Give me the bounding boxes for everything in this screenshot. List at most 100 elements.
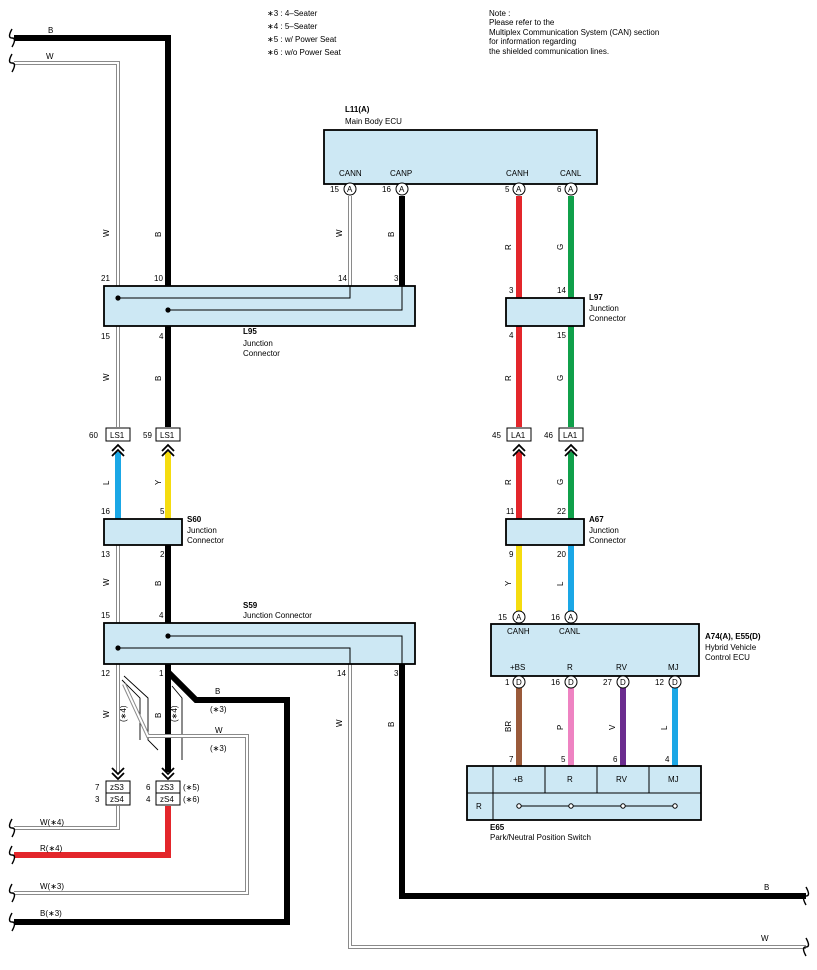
wire-label: R bbox=[504, 479, 513, 485]
s59-pin: 1 bbox=[159, 669, 164, 678]
hv-pin-num: 16 bbox=[551, 678, 560, 687]
connector-zs-left: zS3 zS4 7 3 bbox=[95, 767, 131, 806]
wire-label: W(∗3) bbox=[40, 882, 64, 891]
wire-label: (∗3) bbox=[210, 744, 227, 753]
hv-letter: D bbox=[568, 678, 574, 687]
hv-pin-mj: MJ bbox=[668, 663, 679, 672]
l95-code: L95 bbox=[243, 327, 257, 336]
l11-pins: A A A A 15 16 5 6 bbox=[330, 182, 578, 196]
wire-label: W bbox=[102, 373, 111, 381]
l97-pin: 3 bbox=[509, 286, 514, 295]
s60-name-1: Junction bbox=[187, 526, 217, 535]
note-line-1: Note : bbox=[489, 9, 510, 18]
wire-label: (∗3) bbox=[210, 705, 227, 714]
hybrid-vehicle-control-ecu bbox=[490, 623, 700, 677]
connector-chevron-icon bbox=[111, 443, 125, 457]
wire-label: L bbox=[102, 480, 111, 485]
switch-contact bbox=[516, 803, 522, 809]
l11-pin-canp: CANP bbox=[390, 169, 412, 178]
s59-pin: 3 bbox=[394, 669, 399, 678]
connector-letter-circle-icon bbox=[616, 675, 630, 689]
connector-letter-circle-icon bbox=[564, 182, 578, 196]
wire-label: B(∗3) bbox=[40, 909, 62, 918]
junction-connector-a67 bbox=[505, 518, 585, 546]
main-body-ecu bbox=[323, 129, 598, 185]
connector-letter-circle-icon bbox=[512, 675, 526, 689]
e65-row: R bbox=[476, 802, 482, 811]
zs3-pin: 6 bbox=[146, 783, 151, 792]
legend: ∗3 : 4–Seater ∗4 : 5–Seater ∗5 : w/ Powe… bbox=[267, 9, 342, 57]
l97-name-1: Junction bbox=[589, 304, 619, 313]
wire-out-w4 bbox=[14, 806, 120, 830]
wire-label: W bbox=[335, 229, 344, 237]
la1-pin: 45 bbox=[492, 431, 501, 440]
connector-letter-circle-icon bbox=[564, 610, 578, 624]
legend-item-1: ∗3 : 4–Seater bbox=[267, 9, 318, 18]
wire-label: R bbox=[504, 244, 513, 250]
e65-col: +B bbox=[513, 775, 523, 784]
hv-pin-rv: RV bbox=[616, 663, 628, 672]
wires bbox=[14, 35, 806, 949]
s59-code: S59 bbox=[243, 601, 258, 610]
l95-pin: 4 bbox=[159, 332, 164, 341]
la1-id: LA1 bbox=[511, 431, 526, 440]
s59-pin: 12 bbox=[101, 669, 110, 678]
note-line-5: the shielded communication lines. bbox=[489, 47, 609, 56]
l95-name-2: Connector bbox=[243, 349, 280, 358]
hv-pin-canh: CANH bbox=[507, 627, 530, 636]
e65-name: Park/Neutral Position Switch bbox=[490, 833, 591, 842]
wire-break-icon bbox=[8, 53, 16, 73]
wire-label: W(∗4) bbox=[40, 818, 64, 827]
zs4-id: zS4 bbox=[110, 795, 124, 804]
wire-break-icon bbox=[802, 937, 810, 957]
connector-zs-right: zS3 zS4 6 4 (∗5) (∗6) bbox=[146, 767, 200, 806]
note-line-3: Multiplex Communication System (CAN) sec… bbox=[489, 28, 659, 37]
l97-code: L97 bbox=[589, 293, 603, 302]
la1-id: LA1 bbox=[563, 431, 578, 440]
wire-label: G bbox=[556, 244, 565, 250]
zs3-note: (∗5) bbox=[183, 783, 200, 792]
wire-label: L bbox=[660, 725, 669, 730]
note-line-2: Please refer to the bbox=[489, 18, 555, 27]
hv-letter: A bbox=[516, 613, 522, 622]
l97-pin: 4 bbox=[509, 331, 514, 340]
junction-connector-s60 bbox=[103, 518, 183, 546]
connector-chevron-icon bbox=[564, 443, 578, 457]
wire-breaks bbox=[8, 28, 810, 957]
wire-label: Y bbox=[154, 479, 163, 485]
s59-pin: 14 bbox=[337, 669, 346, 678]
l11-name: Main Body ECU bbox=[345, 117, 402, 126]
wire-label: B bbox=[154, 376, 163, 381]
zs3-id: zS3 bbox=[110, 783, 124, 792]
e65-col: MJ bbox=[668, 775, 679, 784]
hv-pin-num: 12 bbox=[655, 678, 664, 687]
hv-letter: D bbox=[672, 678, 678, 687]
junction-connector-l95 bbox=[103, 285, 416, 327]
la1-pin: 46 bbox=[544, 431, 553, 440]
switch-contact bbox=[620, 803, 626, 809]
connector-letter-circle-icon bbox=[343, 182, 357, 196]
wire-label: V bbox=[608, 724, 617, 730]
a67-name-2: Connector bbox=[589, 536, 626, 545]
e65-pin: 7 bbox=[509, 755, 514, 764]
l11-pin-num: 5 bbox=[505, 185, 510, 194]
connector-ls1-60: LS1 60 bbox=[89, 427, 131, 457]
ls1-pin: 59 bbox=[143, 431, 152, 440]
a67-pin: 11 bbox=[506, 507, 515, 516]
s60-code: S60 bbox=[187, 515, 202, 524]
wire-label: (∗4) bbox=[119, 705, 128, 722]
wire-label: B bbox=[387, 722, 396, 727]
note-line-4: for information regarding bbox=[489, 37, 576, 46]
l95-pin: 15 bbox=[101, 332, 110, 341]
l11-letter: A bbox=[516, 185, 522, 194]
wire-label: B bbox=[764, 883, 769, 892]
e65-code: E65 bbox=[490, 823, 505, 832]
s59-pin: 4 bbox=[159, 611, 164, 620]
wire-label: B bbox=[387, 232, 396, 237]
hv-pin-canl: CANL bbox=[559, 627, 581, 636]
wire-label: G bbox=[556, 375, 565, 381]
s60-pin: 13 bbox=[101, 550, 110, 559]
hv-ecu-bottom-pins: D D D D 1 16 27 12 bbox=[505, 675, 682, 689]
l11-pin-canh: CANH bbox=[506, 169, 529, 178]
l95-pin: 10 bbox=[154, 274, 163, 283]
